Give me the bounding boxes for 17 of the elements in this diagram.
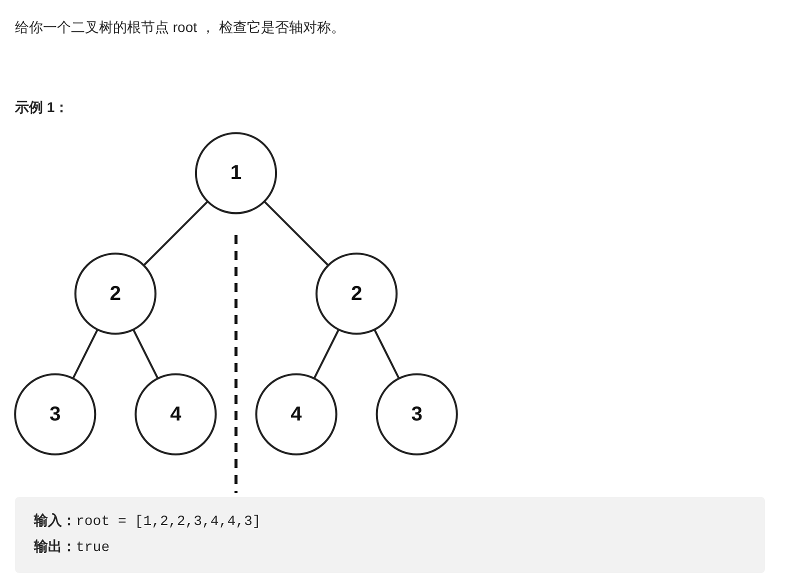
tree-node-circle: 2 bbox=[316, 252, 398, 335]
problem-statement: 给你一个二叉树的根节点 root ， 检查它是否轴对称。 bbox=[15, 18, 345, 37]
example-output-line: 输出：true bbox=[34, 538, 110, 558]
tree-node-circle: 4 bbox=[134, 373, 217, 456]
tree-edge-line bbox=[313, 329, 340, 379]
tree-edge-line bbox=[143, 200, 208, 266]
example-input-line: 输入：root = [1,2,2,3,4,4,3] bbox=[34, 512, 261, 532]
tree-node-circle: 4 bbox=[255, 373, 338, 456]
tree-node-circle: 3 bbox=[376, 373, 458, 456]
tree-node-circle: 2 bbox=[74, 252, 156, 335]
example-heading: 示例 1： bbox=[15, 98, 69, 117]
tree-node-circle: 1 bbox=[194, 132, 278, 214]
tree-edge-line bbox=[264, 200, 329, 266]
tree-edge-line bbox=[72, 329, 98, 379]
tree-edge-line bbox=[132, 329, 159, 379]
tree-node-circle: 3 bbox=[14, 373, 96, 456]
tree-edge-line bbox=[374, 329, 400, 379]
